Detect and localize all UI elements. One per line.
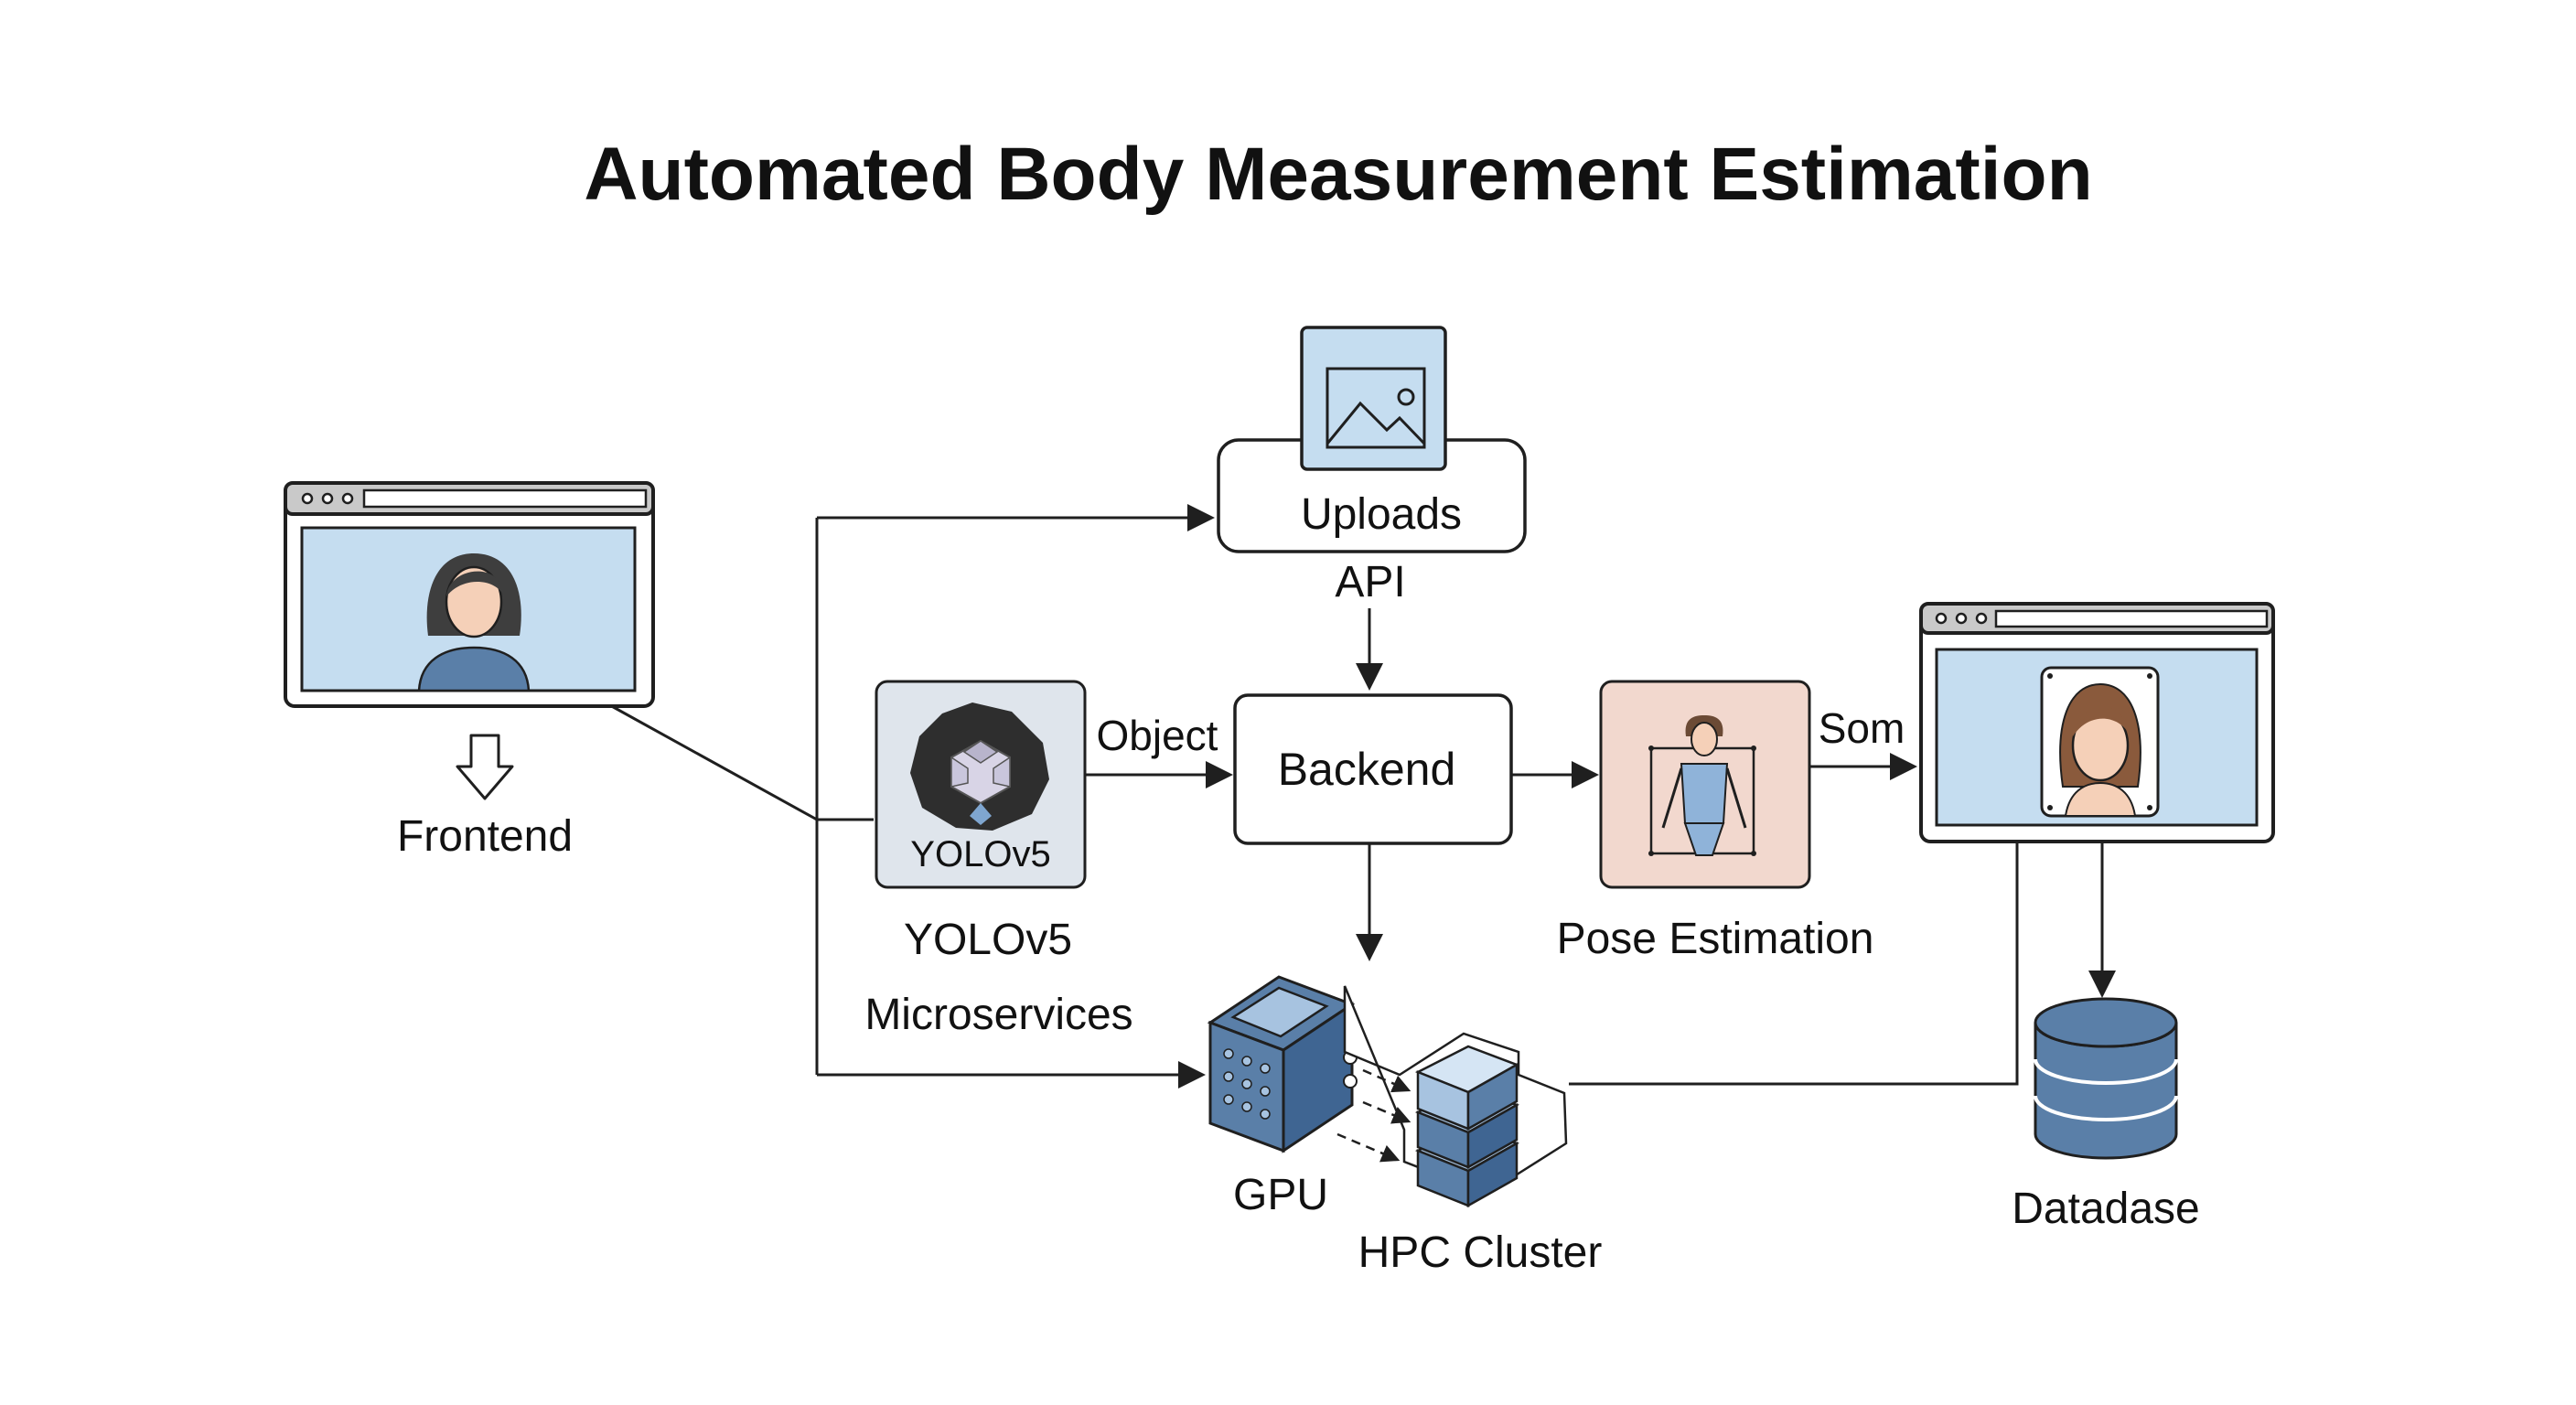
yolo-node: YOLOv5: [875, 680, 1087, 889]
frontend-window: [284, 481, 655, 708]
connector-frontend: [607, 702, 818, 821]
person-icon: [417, 553, 531, 692]
backend-label: Backend: [1278, 744, 1456, 795]
object-label: Object: [1097, 712, 1218, 759]
diagram-title: Automated Body Measurement Estimation: [584, 133, 2092, 216]
frontend-label: Frontend: [397, 812, 573, 861]
gpu-cube-icon: [1207, 975, 1358, 1153]
uploads-label: Uploads: [1301, 490, 1462, 539]
connectors: [607, 504, 2116, 1089]
down-arrow-icon: [456, 734, 514, 800]
pose-node: [1599, 680, 1811, 889]
hpc-cluster-label: HPC Cluster: [1358, 1228, 1603, 1277]
hpc-cluster-node: [1336, 985, 1568, 1208]
database-label: Datadase: [2012, 1185, 2199, 1233]
microservices-label: Microservices: [864, 991, 1132, 1039]
pose-estimation-label: Pose Estimation: [1557, 915, 1874, 963]
connector-hpc-output: [1569, 840, 2019, 1086]
yolo-caption: YOLOv5: [904, 916, 1072, 964]
yolo-logo-icon: [910, 702, 1049, 831]
api-label: API: [1335, 558, 1405, 606]
pose-figure-icon: [1648, 715, 1756, 856]
image-icon: [1300, 326, 1447, 471]
server-stack-icon: [1414, 1045, 1519, 1208]
output-window: [1919, 602, 2275, 843]
yolo-badge-label: YOLOv5: [910, 834, 1050, 874]
som-label: Som: [1819, 704, 1905, 752]
avatar-icon: [2040, 666, 2160, 818]
uploads-node: Uploads: [1217, 326, 1527, 553]
gpu-label: GPU: [1233, 1171, 1328, 1219]
database-icon: [2034, 997, 2178, 1160]
backend-node: Backend: [1233, 693, 1513, 845]
